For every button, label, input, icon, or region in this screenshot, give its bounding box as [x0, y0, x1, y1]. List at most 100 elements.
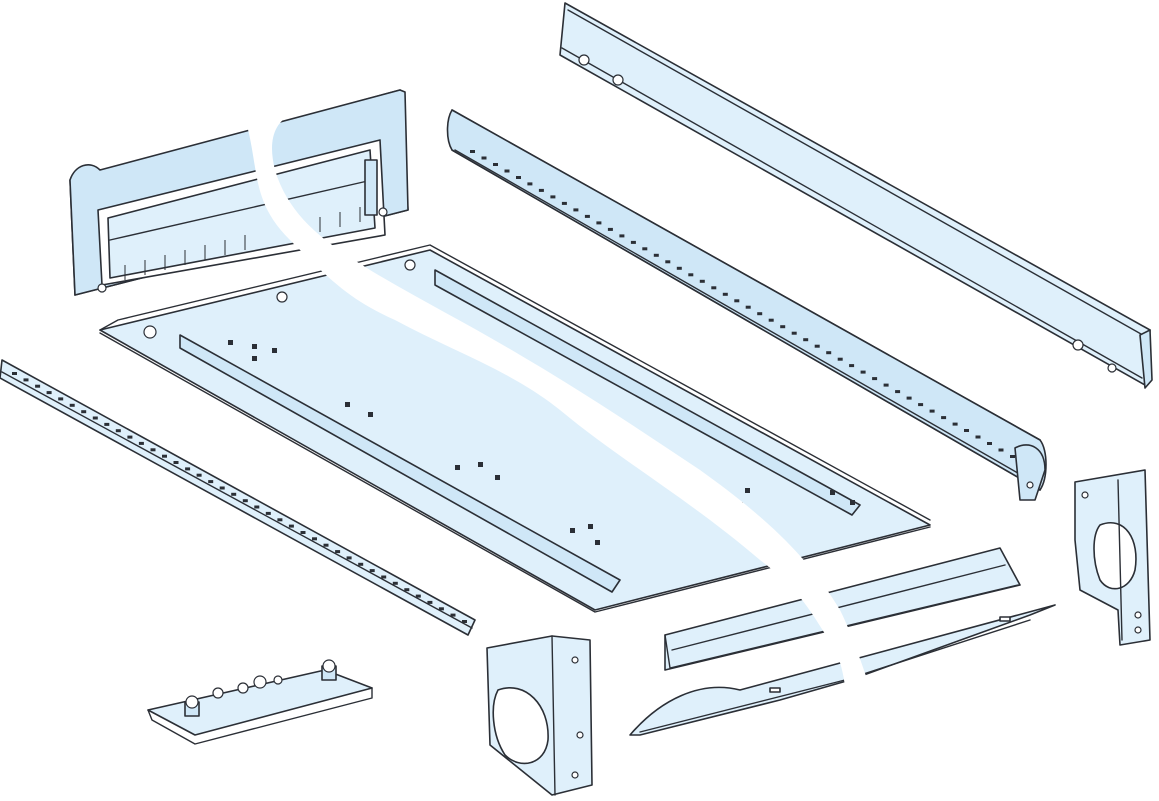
- slot: [462, 620, 467, 623]
- rear-panel-with-cable-frame: [69, 89, 409, 296]
- slot: [381, 575, 387, 579]
- slot: [1010, 455, 1015, 458]
- slot: [745, 305, 751, 309]
- slot: [791, 331, 797, 335]
- slot: [653, 253, 659, 257]
- slot: [115, 429, 121, 433]
- slot: [392, 581, 398, 585]
- slot: [346, 556, 352, 560]
- slot: [335, 550, 341, 554]
- slot: [312, 537, 317, 541]
- tray-square-hole: [455, 465, 460, 470]
- slot: [883, 383, 889, 387]
- slot: [81, 410, 87, 414]
- slot: [826, 351, 832, 355]
- slot: [872, 377, 878, 381]
- slot: [906, 396, 912, 400]
- slot: [584, 214, 590, 218]
- slot: [504, 169, 510, 173]
- slot: [538, 188, 544, 192]
- tray-square-hole: [478, 462, 483, 467]
- tray-square-hole: [368, 412, 373, 417]
- base-tray: [99, 244, 931, 613]
- slot: [415, 594, 421, 598]
- slot: [642, 247, 648, 251]
- side-bracket-center: [486, 635, 593, 796]
- side-bracket-right: [1074, 469, 1151, 646]
- slot: [561, 201, 567, 205]
- slot: [516, 176, 521, 179]
- slotted-rail-left: [0, 359, 476, 636]
- slot: [757, 312, 763, 316]
- slot: [46, 391, 52, 395]
- slot: [288, 524, 294, 528]
- slot: [895, 390, 901, 394]
- slot: [219, 486, 225, 490]
- slot: [941, 416, 947, 420]
- tray-square-hole: [252, 344, 257, 349]
- slot: [92, 416, 98, 420]
- slot: [975, 435, 981, 439]
- tray-square-hole: [252, 356, 257, 361]
- top-rail-long: [559, 2, 1153, 389]
- slot: [23, 378, 29, 382]
- slot: [964, 429, 969, 432]
- slot: [300, 531, 306, 534]
- slot: [450, 613, 456, 617]
- slot: [369, 569, 375, 573]
- tray-square-hole: [830, 490, 835, 495]
- slot: [596, 221, 602, 225]
- slot: [619, 234, 625, 238]
- slot: [998, 448, 1004, 452]
- slot: [196, 473, 202, 477]
- tray-square-hole: [272, 348, 277, 353]
- slot: [404, 588, 410, 592]
- slot: [711, 286, 717, 290]
- slot: [918, 403, 924, 407]
- slot: [952, 422, 958, 426]
- slot: [493, 163, 498, 166]
- slot: [849, 364, 855, 368]
- slot: [550, 195, 556, 199]
- angle-profile: [664, 547, 1021, 671]
- slot: [162, 454, 167, 458]
- slot: [470, 150, 475, 153]
- slot: [607, 227, 613, 231]
- slot: [127, 435, 133, 439]
- slot: [185, 467, 191, 471]
- slot: [688, 273, 694, 277]
- slot: [35, 384, 41, 388]
- tray-square-hole: [345, 402, 350, 407]
- slot: [573, 208, 579, 212]
- slot: [803, 338, 809, 342]
- slot: [58, 397, 64, 401]
- slot: [676, 266, 682, 270]
- slot: [358, 562, 364, 566]
- slot: [69, 403, 75, 407]
- slot: [527, 182, 533, 186]
- slot: [138, 441, 144, 445]
- slot: [481, 156, 487, 160]
- slot: [173, 461, 179, 464]
- slot: [242, 499, 248, 503]
- slot: [254, 505, 260, 509]
- slot: [722, 292, 728, 296]
- mounting-plate-with-studs: [147, 659, 373, 745]
- slot: [665, 260, 671, 264]
- tray-square-hole: [595, 540, 600, 545]
- tray-square-hole: [570, 528, 575, 533]
- slot: [277, 518, 283, 522]
- slot: [438, 607, 444, 611]
- tray-square-hole: [588, 524, 593, 529]
- slot: [837, 357, 843, 361]
- tray-square-hole: [228, 340, 233, 345]
- cut-band: [200, 118, 905, 801]
- slot: [699, 279, 705, 283]
- slot: [323, 543, 329, 547]
- slot: [768, 318, 774, 322]
- slot: [814, 344, 820, 348]
- slot: [929, 409, 935, 413]
- slot: [987, 442, 992, 445]
